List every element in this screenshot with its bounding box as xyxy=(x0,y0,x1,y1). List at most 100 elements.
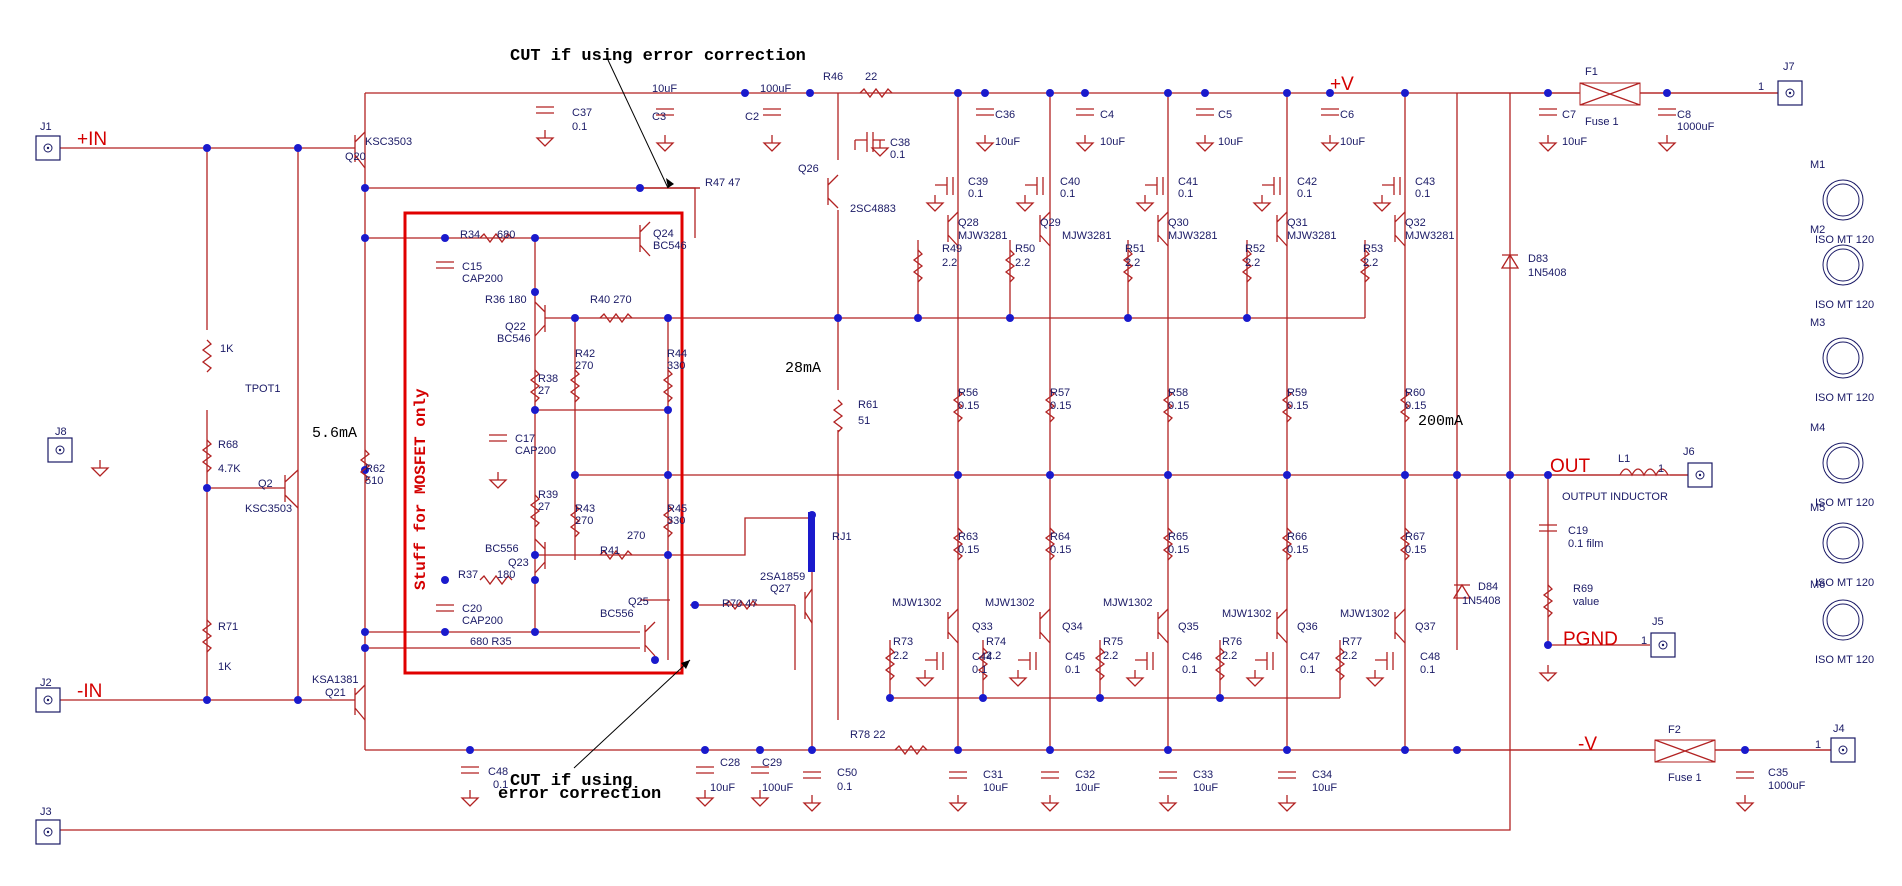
svg-text:R40 270: R40 270 xyxy=(590,294,632,306)
svg-text:Q32: Q32 xyxy=(1405,217,1426,229)
connector-j1 xyxy=(35,135,61,161)
svg-text:M4: M4 xyxy=(1810,422,1825,434)
svg-text:BC546: BC546 xyxy=(653,240,687,252)
svg-text:R70 47: R70 47 xyxy=(722,598,757,610)
svg-text:100uF: 100uF xyxy=(760,83,791,95)
capacitors xyxy=(435,106,1755,779)
svg-text:0.15: 0.15 xyxy=(958,544,979,556)
svg-text:MJW3281: MJW3281 xyxy=(1168,230,1218,242)
svg-text:J8: J8 xyxy=(55,426,67,438)
svg-text:ISO MT 120: ISO MT 120 xyxy=(1815,234,1874,246)
svg-text:R42: R42 xyxy=(575,348,595,360)
svg-text:C46: C46 xyxy=(1182,651,1202,663)
svg-text:2.2: 2.2 xyxy=(893,650,908,662)
svg-text:0.1 film: 0.1 film xyxy=(1568,538,1603,550)
svg-text:2.2: 2.2 xyxy=(1015,257,1030,269)
svg-text:2.2: 2.2 xyxy=(1222,650,1237,662)
svg-text:R69: R69 xyxy=(1573,583,1593,595)
svg-text:0.1: 0.1 xyxy=(837,781,852,793)
svg-text:R53: R53 xyxy=(1363,243,1383,255)
svg-text:CAP200: CAP200 xyxy=(462,615,503,627)
svg-text:BC546: BC546 xyxy=(497,333,531,345)
svg-text:M5: M5 xyxy=(1810,502,1825,514)
svg-text:D84: D84 xyxy=(1478,581,1498,593)
svg-text:C36: C36 xyxy=(995,109,1015,121)
svg-text:1: 1 xyxy=(1758,81,1764,93)
svg-text:C15: C15 xyxy=(462,261,482,273)
svg-text:Q34: Q34 xyxy=(1062,621,1083,633)
note-mosfet-only: Stuff for MOSFET only xyxy=(412,388,430,590)
svg-text:270: 270 xyxy=(627,530,645,542)
svg-text:1N5408: 1N5408 xyxy=(1528,267,1567,279)
svg-text:10uF: 10uF xyxy=(652,83,677,95)
svg-text:2.2: 2.2 xyxy=(986,650,1001,662)
svg-text:270: 270 xyxy=(575,515,593,527)
svg-text:CAP200: CAP200 xyxy=(515,445,556,457)
svg-text:2SA1859: 2SA1859 xyxy=(760,571,805,583)
current-200ma: 200mA xyxy=(1418,413,1463,430)
svg-text:MJW3281: MJW3281 xyxy=(958,230,1008,242)
svg-text:0.15: 0.15 xyxy=(1405,544,1426,556)
svg-text:F2: F2 xyxy=(1668,724,1681,736)
svg-text:D83: D83 xyxy=(1528,253,1548,265)
svg-text:C45: C45 xyxy=(1065,651,1085,663)
svg-text:1: 1 xyxy=(1658,463,1664,475)
svg-text:J7: J7 xyxy=(1783,61,1795,73)
svg-text:R46: R46 xyxy=(823,71,843,83)
svg-text:R78 22: R78 22 xyxy=(850,729,885,741)
svg-text:330: 330 xyxy=(667,360,685,372)
inductor-l1 xyxy=(1619,468,1669,477)
svg-text:2.2: 2.2 xyxy=(942,257,957,269)
current-5-6ma: 5.6mA xyxy=(312,425,357,442)
svg-text:R34: R34 xyxy=(460,229,480,241)
svg-text:0.1: 0.1 xyxy=(1178,188,1193,200)
svg-text:Q29: Q29 xyxy=(1040,217,1061,229)
connector-j2 xyxy=(35,687,61,713)
svg-text:Q35: Q35 xyxy=(1178,621,1199,633)
svg-text:R44: R44 xyxy=(667,348,687,360)
svg-text:Q30: Q30 xyxy=(1168,217,1189,229)
svg-text:0.15: 0.15 xyxy=(958,400,979,412)
svg-text:C5: C5 xyxy=(1218,109,1232,121)
svg-text:TPOT1: TPOT1 xyxy=(245,383,280,395)
svg-text:R62: R62 xyxy=(365,463,385,475)
svg-text:Q2: Q2 xyxy=(258,478,273,490)
svg-text:R47 47: R47 47 xyxy=(705,177,740,189)
svg-text:Q24: Q24 xyxy=(653,228,674,240)
svg-text:51: 51 xyxy=(858,415,870,427)
svg-text:0.1: 0.1 xyxy=(572,121,587,133)
svg-text:J5: J5 xyxy=(1652,616,1664,628)
svg-text:R77: R77 xyxy=(1342,636,1362,648)
svg-text:10uF: 10uF xyxy=(983,782,1008,794)
svg-text:0.15: 0.15 xyxy=(1168,400,1189,412)
diode-d84 xyxy=(1452,583,1472,599)
svg-text:27: 27 xyxy=(538,385,550,397)
net-vneg: -V xyxy=(1578,734,1597,755)
svg-text:C6: C6 xyxy=(1340,109,1354,121)
svg-text:270: 270 xyxy=(575,360,593,372)
svg-text:1K: 1K xyxy=(220,343,234,355)
svg-text:2.2: 2.2 xyxy=(1342,650,1357,662)
svg-text:0.1: 0.1 xyxy=(972,664,987,676)
svg-text:0.15: 0.15 xyxy=(1050,544,1071,556)
svg-text:0.1: 0.1 xyxy=(890,149,905,161)
svg-text:C17: C17 xyxy=(515,433,535,445)
svg-text:M2: M2 xyxy=(1810,224,1825,236)
connector-j7 xyxy=(1777,80,1803,106)
svg-text:Q28: Q28 xyxy=(958,217,979,229)
svg-text:MJW3281: MJW3281 xyxy=(1287,230,1337,242)
svg-text:R63: R63 xyxy=(958,531,978,543)
svg-text:1000uF: 1000uF xyxy=(1768,780,1806,792)
svg-text:R65: R65 xyxy=(1168,531,1188,543)
svg-text:330: 330 xyxy=(667,515,685,527)
ground-return xyxy=(60,93,1511,831)
mosfet-only-box xyxy=(403,211,684,675)
svg-text:R57: R57 xyxy=(1050,387,1070,399)
svg-text:Q22: Q22 xyxy=(505,321,526,333)
svg-text:0.15: 0.15 xyxy=(1050,400,1071,412)
svg-text:2.2: 2.2 xyxy=(1103,650,1118,662)
svg-text:R67: R67 xyxy=(1405,531,1425,543)
cut-arrow-top xyxy=(607,59,669,189)
transistors xyxy=(284,131,1406,721)
svg-text:R64: R64 xyxy=(1050,531,1070,543)
